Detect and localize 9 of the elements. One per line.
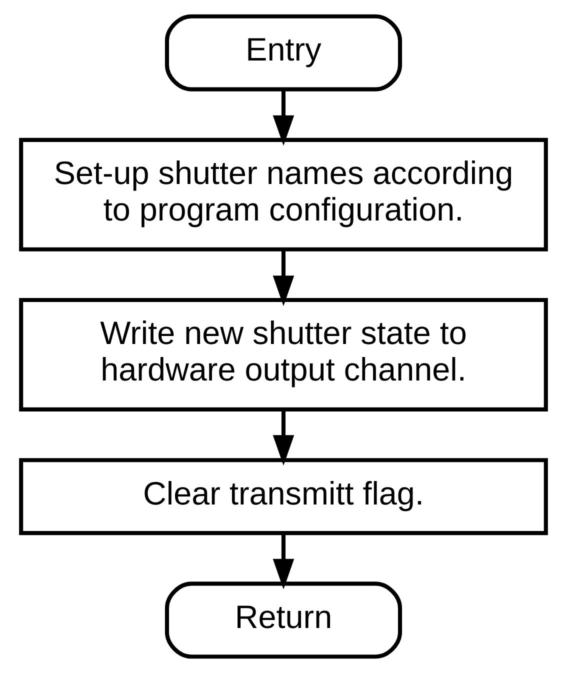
arrow: [272, 250, 294, 306]
arrow: [272, 90, 294, 146]
arrow: [272, 533, 294, 590]
node-box: Return: [164, 582, 402, 659]
node-box: Entry: [164, 14, 402, 92]
node-box: Set-up shutter names according to program configuration.: [19, 138, 548, 252]
node-box: Write new shutter state to hardware output channel.: [19, 298, 548, 412]
node-box: Clear transmitt flag.: [19, 458, 548, 536]
arrow: [272, 410, 294, 466]
